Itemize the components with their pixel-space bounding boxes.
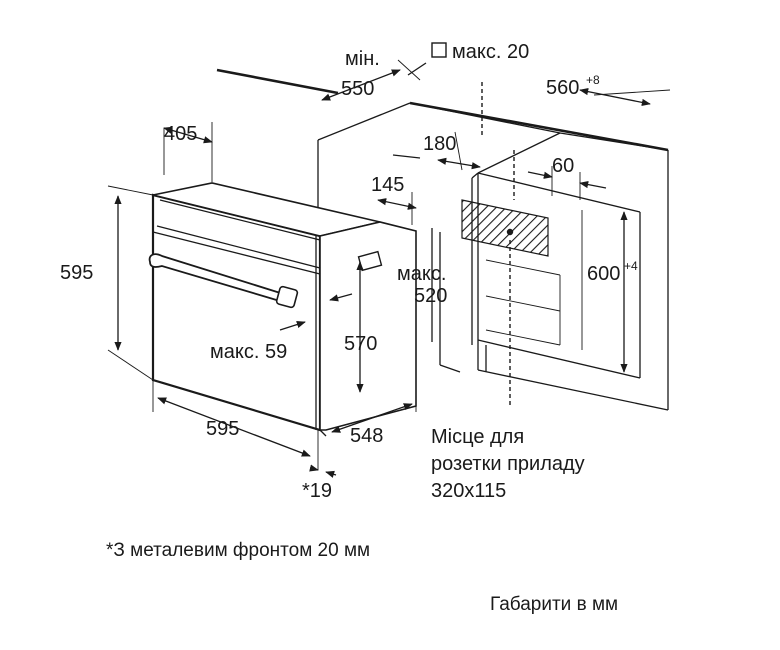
footnote-metal-front: *З металевим фронтом 20 мм	[106, 540, 370, 561]
socket-note-line-2: розетки приладу	[431, 453, 585, 475]
niche-width-tolerance: +8	[586, 73, 600, 87]
min-550-value: 550	[341, 78, 374, 100]
max59-label: макс. 59	[210, 341, 287, 363]
depth-60: 60	[552, 155, 574, 177]
depth-180: 180	[423, 133, 456, 155]
depth-405: 405	[164, 123, 197, 145]
socket-note-line-1: Місце для	[431, 426, 524, 448]
niche-width-560: 560	[546, 77, 579, 99]
min-label: мін.	[345, 48, 380, 70]
niche-height-600: 600	[587, 263, 620, 285]
width-595: 595	[206, 418, 239, 440]
dimension-labels: мін. 550 макс. 20 560 +8 405 180 145 60 …	[60, 41, 638, 502]
units-note: Габарити в мм	[490, 594, 618, 615]
max20-label: макс. 20	[452, 41, 529, 63]
oven-body	[148, 182, 417, 437]
height-570: 570	[344, 333, 377, 355]
dimension-lines	[107, 42, 671, 478]
niche-height-tolerance: +4	[624, 259, 638, 273]
depth-548: 548	[350, 425, 383, 447]
height-595: 595	[60, 262, 93, 284]
socket-note-line-3: 320x115	[431, 480, 506, 502]
depth-145: 145	[371, 174, 404, 196]
cabinet-niche	[216, 68, 669, 411]
max-label: макс.	[397, 263, 446, 285]
max-520-value: 520	[414, 285, 447, 307]
front-19: *19	[302, 480, 332, 502]
socket-note: Місце для розетки приладу 320x115	[431, 426, 585, 502]
